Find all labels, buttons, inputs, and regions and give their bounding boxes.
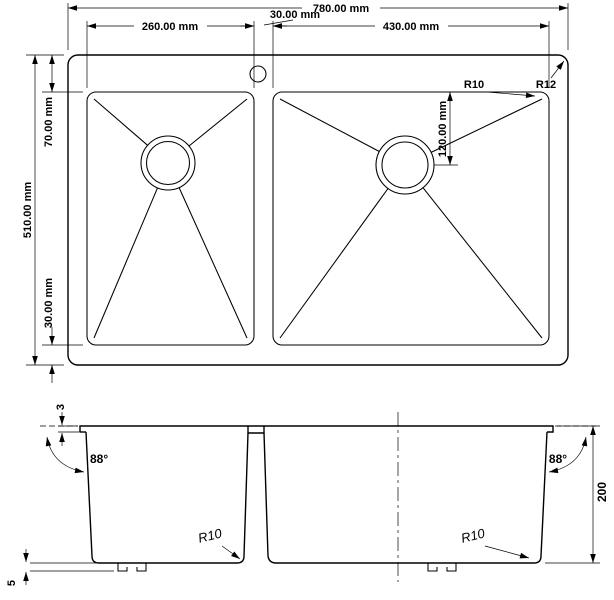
left-bottom-radius-label: R10 bbox=[197, 525, 225, 546]
right-wall-angle-label: 88° bbox=[549, 452, 567, 466]
right-drain-section bbox=[427, 563, 457, 572]
left-drain bbox=[140, 135, 196, 191]
dim-drain-offset: 120.00 mm bbox=[437, 92, 453, 165]
right-drain bbox=[375, 135, 435, 195]
sink-outline bbox=[67, 54, 569, 366]
callout-outer-corner-radius: R12 bbox=[536, 60, 565, 91]
dim-left-bowl-width-label: 260.00 mm bbox=[142, 21, 198, 33]
rim-thickness-label: 3 bbox=[55, 404, 67, 410]
right-bowl bbox=[272, 91, 550, 346]
right-bowl-section bbox=[263, 431, 548, 564]
dim-bottom-margin: 30.00 mm bbox=[43, 278, 55, 383]
dim-right-bowl-width: 430.00 mm bbox=[273, 20, 549, 33]
dim-left-bowl-width: 260.00 mm bbox=[87, 20, 254, 33]
dim-bottom-flange: 5 bbox=[6, 549, 114, 586]
dim-left-wall-angle: 88° bbox=[40, 425, 108, 474]
section-view: 3 88° 88° 200 R10 R10 bbox=[6, 404, 609, 586]
left-bowl bbox=[86, 91, 255, 346]
dim-divider-width-label: 30.00 mm bbox=[270, 9, 320, 21]
top-view: 780.00 mm 260.00 mm 30.00 mm 430.00 mm 5… bbox=[22, 2, 569, 383]
dim-top-margin-label: 70.00 mm bbox=[43, 97, 55, 147]
right-bowl-diagonals bbox=[279, 98, 543, 339]
callout-bowl-corner-radius: R10 bbox=[464, 79, 536, 99]
dim-overall-depth-label: 510.00 mm bbox=[22, 182, 34, 238]
dim-right-wall-angle: 88° bbox=[549, 425, 596, 474]
dim-overall-width: 780.00 mm bbox=[68, 2, 568, 15]
dim-drain-offset-label: 120.00 mm bbox=[437, 101, 449, 157]
faucet-hole bbox=[249, 65, 267, 83]
bowl-corner-radius-label: R10 bbox=[464, 79, 484, 91]
bowl-depth-label: 200 bbox=[595, 482, 609, 502]
dim-overall-width-label: 780.00 mm bbox=[313, 3, 369, 15]
dim-overall-depth: 510.00 mm bbox=[22, 55, 38, 365]
section-profile bbox=[79, 425, 554, 564]
left-drain-section bbox=[117, 563, 147, 572]
callout-left-bottom-radius: R10 bbox=[197, 525, 241, 560]
outer-corner-radius-label: R12 bbox=[536, 79, 556, 91]
right-bottom-radius-label: R10 bbox=[460, 525, 488, 546]
dim-top-margin: 70.00 mm bbox=[43, 55, 55, 147]
dim-bottom-margin-label: 30.00 mm bbox=[43, 278, 55, 328]
bottom-flange-label: 5 bbox=[6, 580, 18, 586]
left-wall-angle-label: 88° bbox=[90, 452, 108, 466]
extension-lines bbox=[26, 3, 569, 366]
dim-right-bowl-width-label: 430.00 mm bbox=[383, 21, 439, 33]
callout-right-bottom-radius: R10 bbox=[460, 525, 530, 559]
dim-divider-width: 30.00 mm bbox=[240, 9, 320, 29]
dim-bowl-depth: 200 bbox=[545, 425, 609, 564]
left-bowl-diagonals bbox=[93, 98, 248, 339]
left-bowl-section bbox=[85, 431, 249, 564]
divider-top bbox=[247, 426, 265, 434]
dim-rim-thickness: 3 bbox=[55, 404, 84, 446]
